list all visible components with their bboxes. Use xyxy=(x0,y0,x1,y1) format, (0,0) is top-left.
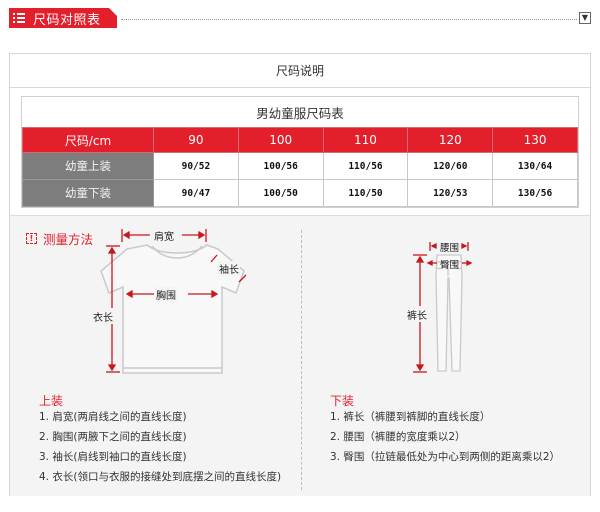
dotted-divider xyxy=(121,19,577,20)
panel-heading: 尺码说明 xyxy=(10,54,590,88)
list-item: 4. 衣长(领口与衣服的接缝处到底摆之间的直线长度) xyxy=(39,471,282,483)
table-cell: 90/52 xyxy=(153,152,239,180)
diagram-label-length: 衣长 xyxy=(92,309,114,324)
table-cell: 110/50 xyxy=(322,179,409,207)
dashed-divider xyxy=(301,230,302,490)
list-item: 3. 袖长(肩线到袖口的直线长度) xyxy=(39,451,187,463)
top-description-list: 1. 肩宽(两肩线之间的直线长度) 2. 胸围(两腋下之间的直线长度) 3. 袖… xyxy=(39,407,281,487)
list-item: 1. 裤长（裤腰到裤脚的直线长度） xyxy=(330,411,491,423)
section-title: 尺码对照表 xyxy=(33,12,101,28)
list-item: 3. 臀围（拉链最低处为中心到两侧的距离乘以2） xyxy=(330,451,561,463)
column-header: 120 xyxy=(407,127,494,153)
section-title-tag: 尺码对照表 xyxy=(9,8,117,28)
diagram-label-pants-length: 裤长 xyxy=(406,307,428,322)
table-row: 幼童上装 90/52 100/56 110/56 120/60 130/64 xyxy=(22,152,578,180)
row-header: 幼童上装 xyxy=(22,152,154,180)
row-header: 幼童下装 xyxy=(22,179,154,207)
column-header: 100 xyxy=(237,127,324,153)
table-cell: 130/56 xyxy=(492,179,578,207)
measurement-section: ! 测量方法 肩宽 袖长 胸围 衣长 xyxy=(10,215,590,496)
table-row: 幼童下装 90/47 100/50 110/50 120/53 130/56 xyxy=(22,179,578,207)
table-header-row: 尺码/cm 90 100 110 120 130 xyxy=(22,127,578,153)
measurement-title-text: 测量方法 xyxy=(43,232,94,247)
table-cell: 120/60 xyxy=(407,152,494,180)
list-item: 2. 腰围（裤腰的宽度乘以2） xyxy=(330,431,466,443)
section-title-bar: 尺码对照表 ▼ xyxy=(9,8,591,28)
pants-diagram xyxy=(413,242,473,373)
table-cell: 130/64 xyxy=(492,152,578,180)
diagram-label-hip: 臀围 xyxy=(440,260,460,271)
bottom-section-name: 下装 xyxy=(330,394,355,408)
size-table-title: 男幼童服尺码表 xyxy=(22,97,578,127)
list-item: 2. 胸围(两腋下之间的直线长度) xyxy=(39,431,187,443)
diagram-label-waist: 腰围 xyxy=(439,240,461,254)
unit-header: 尺码/cm xyxy=(22,127,154,153)
chevron-down-icon: ▼ xyxy=(581,13,589,22)
table-cell: 100/56 xyxy=(237,152,324,180)
measurement-title: ! 测量方法 xyxy=(26,229,93,248)
table-cell: 100/50 xyxy=(237,179,324,207)
table-cell: 90/47 xyxy=(153,179,239,207)
diagram-label-shoulder: 肩宽 xyxy=(153,228,175,243)
size-guide-panel: 尺码说明 男幼童服尺码表 尺码/cm 90 100 110 120 130 幼童… xyxy=(9,53,591,496)
list-item: 1. 肩宽(两肩线之间的直线长度) xyxy=(39,411,187,423)
column-header: 130 xyxy=(492,127,578,153)
list-icon xyxy=(13,12,25,24)
table-cell: 110/56 xyxy=(322,152,409,180)
diagram-label-sleeve: 袖长 xyxy=(218,261,240,276)
info-icon: ! xyxy=(26,233,37,244)
collapse-button[interactable]: ▼ xyxy=(579,12,591,24)
bottom-description-list: 1. 裤长（裤腰到裤脚的直线长度） 2. 腰围（裤腰的宽度乘以2） 3. 臀围（… xyxy=(330,407,560,467)
diagram-label-chest: 胸围 xyxy=(155,287,177,302)
top-section-name: 上装 xyxy=(39,394,64,408)
column-header: 110 xyxy=(322,127,409,153)
tshirt-diagram xyxy=(100,229,247,374)
size-table: 男幼童服尺码表 尺码/cm 90 100 110 120 130 幼童上装 90… xyxy=(21,96,579,208)
table-cell: 120/53 xyxy=(407,179,494,207)
column-header: 90 xyxy=(153,127,239,153)
